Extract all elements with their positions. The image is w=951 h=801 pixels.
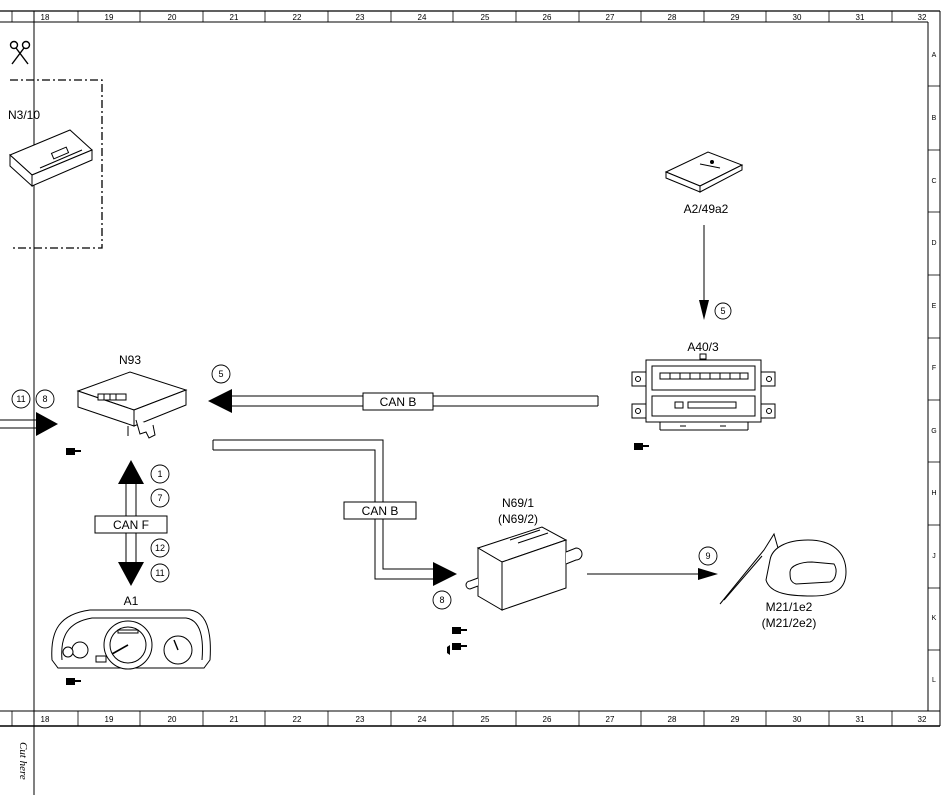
see-reference-icon [452, 627, 467, 634]
signal-number: 5 [720, 306, 725, 316]
col-label: 31 [856, 715, 865, 724]
col-label: 22 [293, 715, 302, 724]
col-label: 30 [793, 13, 802, 22]
row-label: F [932, 365, 936, 372]
signal-marker: 7 [150, 488, 170, 508]
can-b-bus-mid [212, 439, 457, 586]
signal-number: 8 [42, 394, 47, 404]
row-label: L [932, 677, 936, 684]
n3-10-module: N3/10 [8, 79, 103, 249]
a1-label: A1 [124, 594, 139, 608]
col-label: 27 [606, 13, 615, 22]
signal-marker: 1 [150, 464, 170, 484]
can-b-bus-top [208, 389, 599, 413]
signal-number: 7 [157, 493, 162, 503]
row-label: A [932, 52, 937, 59]
signal-number: 11 [155, 568, 164, 578]
a2-49a2-sensor [664, 151, 744, 193]
see-reference-icon [634, 443, 649, 450]
incoming-arrow-left [0, 412, 58, 436]
signal-marker: 8 [35, 389, 55, 409]
signal-arrow-a2-to-a40 [699, 225, 709, 320]
col-label: 32 [918, 13, 927, 22]
see-reference-icon [66, 678, 81, 685]
row-label: J [932, 553, 936, 560]
row-label: E [932, 303, 937, 310]
signal-marker: 12 [150, 538, 170, 558]
scissors-icon [9, 40, 31, 65]
col-label: 28 [668, 715, 677, 724]
col-label: 19 [105, 715, 114, 724]
signal-arrow-n69-to-m21 [587, 568, 718, 580]
see-reference-icon [447, 643, 467, 655]
signal-number: 12 [155, 543, 165, 553]
col-label: 22 [293, 13, 302, 22]
can-b-label-mid: CAN B [362, 504, 399, 518]
col-label: 24 [418, 715, 427, 724]
n69-1-module [465, 526, 583, 611]
col-label: 23 [356, 13, 365, 22]
row-label: B [932, 115, 937, 122]
col-label: 21 [230, 715, 239, 724]
n93-module [76, 371, 188, 439]
signal-number: 9 [705, 551, 710, 561]
n69-2-label: (N69/2) [498, 512, 538, 526]
signal-marker: 5 [211, 364, 231, 384]
col-label: 25 [481, 13, 490, 22]
col-label: 31 [856, 13, 865, 22]
a40-3-label: A40/3 [687, 340, 719, 354]
col-label: 32 [918, 715, 927, 724]
a40-3-display [631, 353, 776, 431]
can-f-label: CAN F [113, 518, 149, 532]
row-label: G [931, 428, 936, 435]
col-label: 20 [168, 13, 177, 22]
signal-marker: 11 [150, 563, 170, 583]
col-label: 20 [168, 715, 177, 724]
m21-1e2-label: M21/1e2 [766, 600, 813, 614]
col-label: 18 [41, 13, 50, 22]
col-label: 19 [105, 13, 114, 22]
col-label: 21 [230, 13, 239, 22]
signal-marker: 9 [698, 546, 718, 566]
col-label: 18 [41, 715, 50, 724]
m21-side-mirror [719, 532, 847, 605]
row-label: D [931, 240, 936, 247]
column-labels-top: 18 19 20 21 22 23 24 25 26 27 28 29 30 3… [41, 13, 927, 22]
a1-instrument-cluster [51, 609, 211, 670]
n3-10-label: N3/10 [8, 108, 40, 122]
signal-number: 5 [218, 369, 223, 379]
column-labels-bottom: 18 19 20 21 22 23 24 25 26 27 28 29 30 3… [41, 715, 927, 724]
row-labels: A B C D E F G H J K L [931, 52, 936, 684]
grid-frame [0, 10, 941, 795]
a2-49a2-label: A2/49a2 [684, 202, 729, 216]
col-label: 24 [418, 13, 427, 22]
m21-2e2-label: (M21/2e2) [762, 616, 817, 630]
cut-here-label: Cut here [17, 742, 29, 780]
col-label: 29 [731, 13, 740, 22]
col-label: 26 [543, 13, 552, 22]
signal-marker: 5 [714, 302, 732, 320]
col-label: 29 [731, 715, 740, 724]
col-label: 23 [356, 715, 365, 724]
signal-marker: 11 [11, 389, 31, 409]
n3-10-device [9, 129, 93, 188]
can-f-bus [94, 460, 168, 586]
see-reference-icon [66, 448, 81, 455]
can-b-label-top: CAN B [380, 395, 417, 409]
row-label: H [931, 490, 936, 497]
col-label: 28 [668, 13, 677, 22]
col-label: 26 [543, 715, 552, 724]
signal-number: 1 [157, 469, 162, 479]
n93-label: N93 [119, 353, 141, 367]
n69-1-label: N69/1 [502, 496, 534, 510]
signal-number: 11 [16, 394, 25, 404]
row-label: C [931, 178, 936, 185]
signal-number: 8 [439, 595, 444, 605]
col-label: 30 [793, 715, 802, 724]
signal-marker: 8 [432, 590, 452, 610]
col-label: 25 [481, 715, 490, 724]
row-label: K [932, 615, 937, 622]
col-label: 27 [606, 715, 615, 724]
